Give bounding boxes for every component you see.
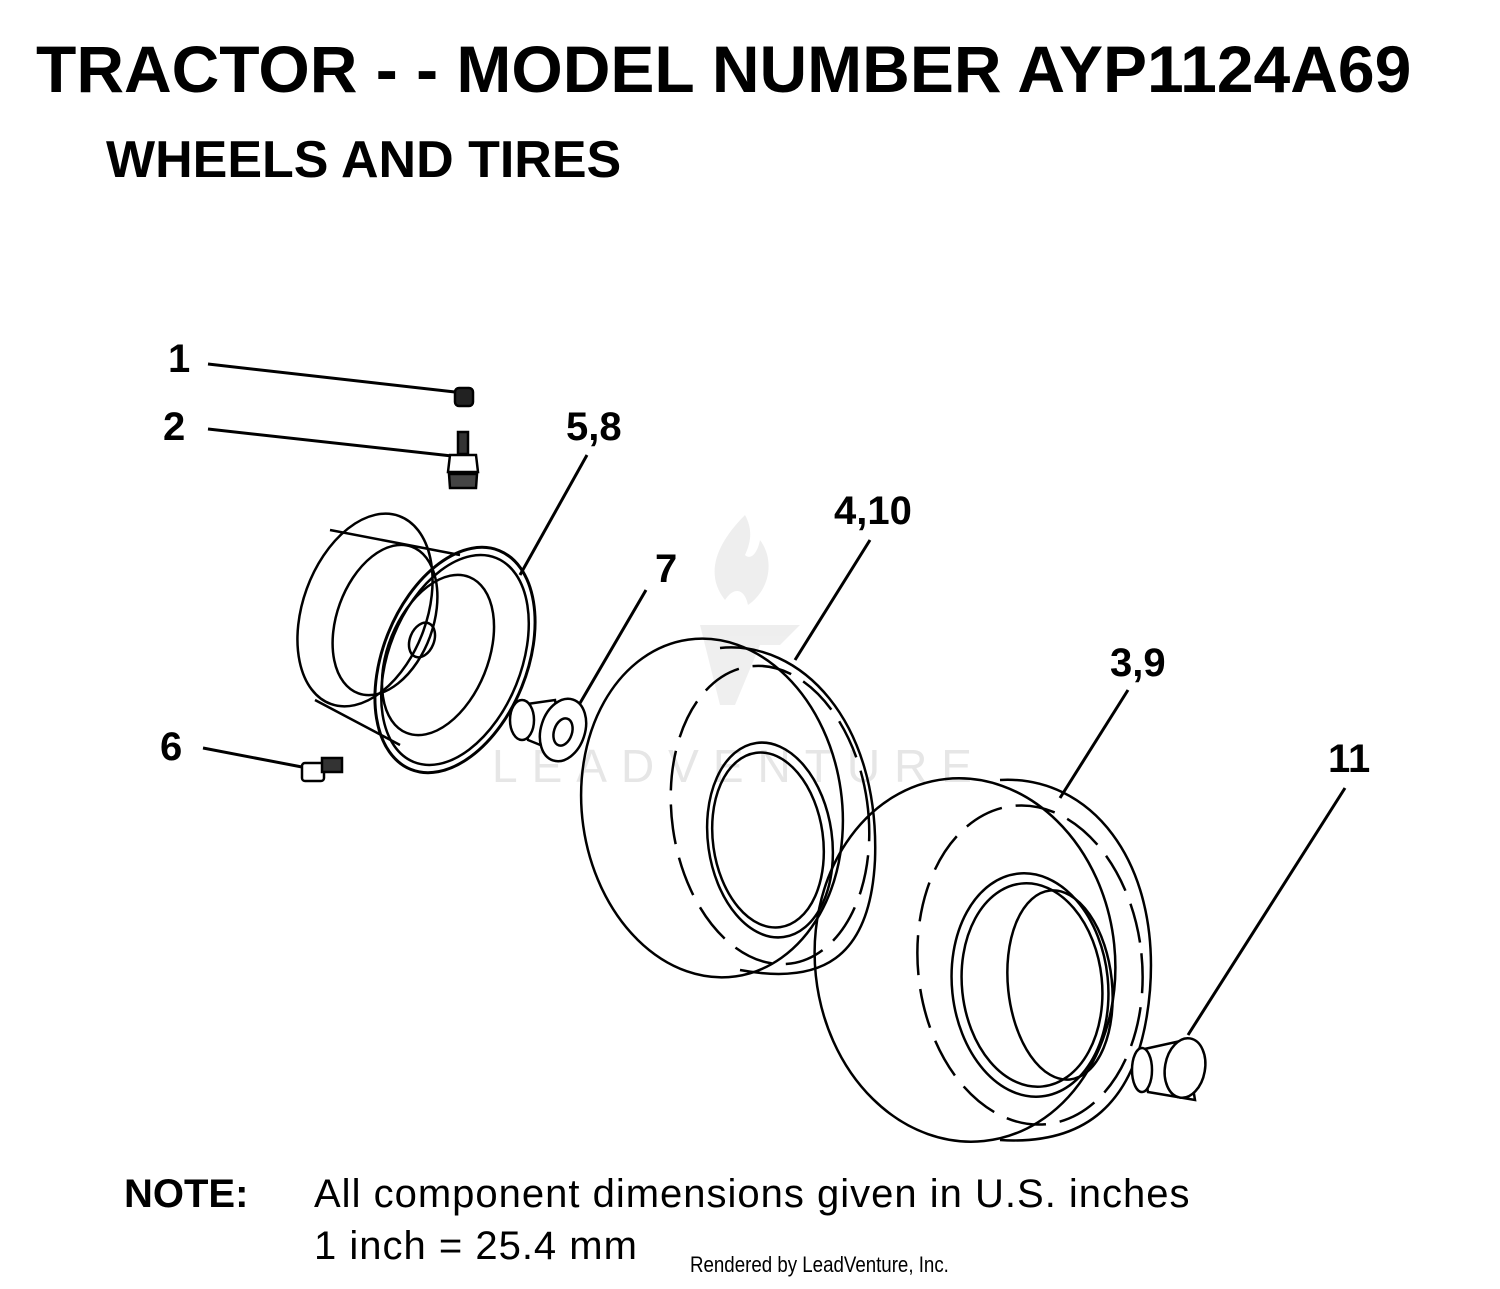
callout-6: 6 xyxy=(160,725,182,769)
callout-1: 1 xyxy=(168,337,190,381)
leader-line-410 xyxy=(793,539,872,661)
watermark-logo xyxy=(700,515,800,705)
callout-2: 2 xyxy=(163,405,185,449)
page-title: TRACTOR - - MODEL NUMBER AYP1124A69 xyxy=(36,32,1412,106)
tire-part-4-10 xyxy=(579,637,877,979)
leader-line-11 xyxy=(1186,787,1347,1036)
rendered-by-credit: Rendered by LeadVenture, Inc. xyxy=(690,1252,949,1277)
leader-line-39 xyxy=(1058,689,1130,799)
bushing-part xyxy=(508,697,588,763)
note-text-line-2: 1 inch = 25.4 mm xyxy=(314,1224,638,1268)
note-text-line-1: All component dimensions given in U.S. i… xyxy=(314,1172,1191,1216)
callout-3-9: 3,9 xyxy=(1110,641,1166,685)
leader-line-1 xyxy=(207,362,456,394)
leader-line-58 xyxy=(518,454,589,576)
leader-line-6 xyxy=(202,746,303,769)
screw-part xyxy=(300,756,344,783)
page-subtitle: WHEELS AND TIRES xyxy=(106,131,622,189)
callout-4-10: 4,10 xyxy=(834,489,912,533)
valve-cap-part xyxy=(453,386,475,408)
wheel-rim-part xyxy=(296,512,537,775)
callout-5-8: 5,8 xyxy=(566,405,622,449)
note-label: NOTE: xyxy=(124,1172,249,1216)
callout-7: 7 xyxy=(655,547,677,591)
leader-line-7 xyxy=(574,589,648,711)
callout-11: 11 xyxy=(1328,737,1370,781)
center-cap-part xyxy=(1130,1037,1207,1102)
leader-line-2 xyxy=(207,427,453,458)
leader-lines xyxy=(202,362,1347,1036)
tire-part-3-9 xyxy=(813,777,1153,1143)
valve-stem-part xyxy=(446,430,480,490)
